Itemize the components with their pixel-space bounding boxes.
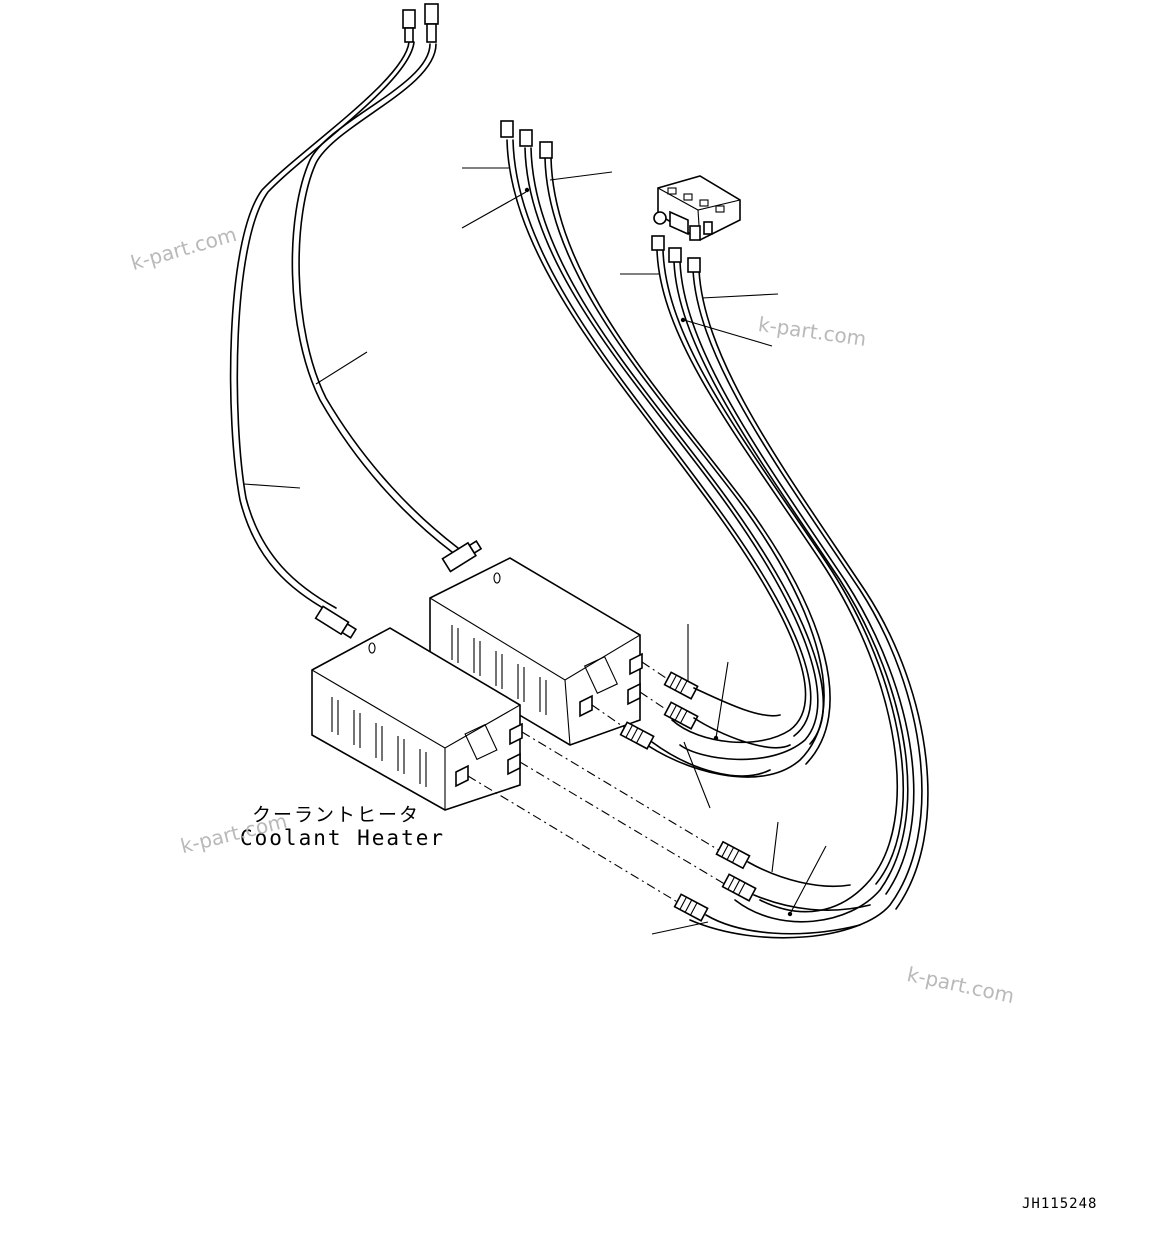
leader-line	[789, 845, 827, 915]
leader-line	[461, 191, 527, 229]
leader-line	[683, 319, 773, 347]
assembly-centerlines	[467, 661, 729, 907]
valve-block	[653, 175, 741, 241]
upper-hose-bundle	[506, 139, 831, 778]
right-hose-fittings	[651, 235, 701, 323]
upper-hose-fittings	[500, 120, 553, 193]
right-hose-bundle	[656, 249, 929, 939]
component-label-japanese: クーラントヒータ	[252, 804, 421, 826]
leader-line	[771, 821, 779, 873]
connecting-hoses	[651, 687, 871, 935]
hose-end-fittings	[619, 671, 757, 922]
harness-bottom-connectors	[314, 540, 483, 639]
coolant-heater-unit-front	[311, 627, 523, 811]
leader-line	[701, 293, 779, 299]
leader-line	[315, 351, 368, 385]
component-label-english: Coolant Heater	[240, 826, 446, 850]
harness-top-connectors	[402, 3, 439, 43]
leader-line	[549, 171, 613, 181]
leader-line	[715, 661, 729, 739]
leader-line	[243, 483, 301, 489]
leader-line	[683, 741, 711, 809]
leader-line	[651, 921, 709, 935]
harness-hose-pair	[229, 41, 459, 613]
drawing-code: JH115248	[1022, 1196, 1098, 1212]
